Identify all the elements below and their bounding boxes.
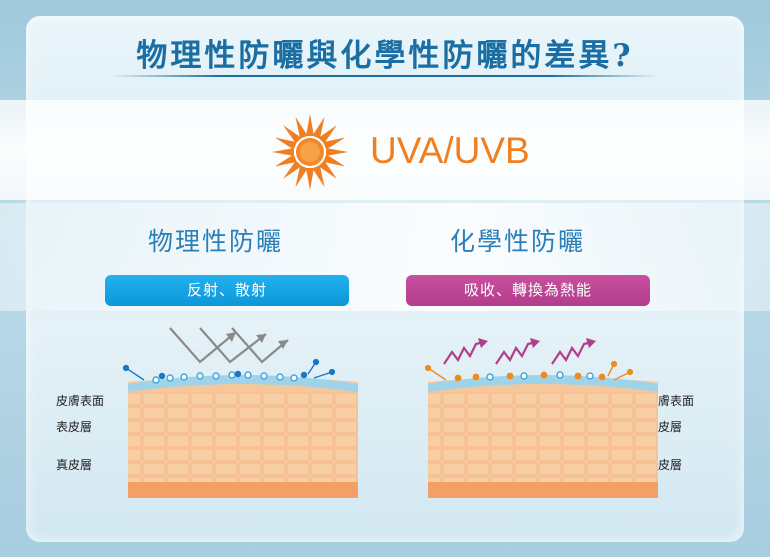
label-skin-surface-right: 皮膚表面 xyxy=(646,394,695,408)
particle-icon xyxy=(152,371,298,384)
sun-ray xyxy=(312,165,325,188)
epidermis-cells xyxy=(128,392,358,432)
page-title: 物理性防曬與化學性防曬的差異? xyxy=(136,38,634,74)
sun-ray xyxy=(312,116,325,139)
physical-title: 物理性防曬 xyxy=(148,227,284,256)
particle-dark xyxy=(158,370,308,380)
physical-tag: 反射、散射 xyxy=(105,275,349,306)
sun-ray xyxy=(272,148,294,156)
chemical-skin-diagram xyxy=(424,338,658,498)
sun-ray xyxy=(295,116,308,139)
sun-icon xyxy=(272,114,348,190)
sun-ray xyxy=(306,114,314,136)
particle-icon xyxy=(486,371,594,381)
sun-ray xyxy=(318,125,337,144)
chemical-title: 化學性防曬 xyxy=(450,227,586,256)
label-epidermis-left: 表皮層 xyxy=(56,420,93,434)
label-skin-surface-left: 皮膚表面 xyxy=(56,394,105,408)
sun-ray xyxy=(283,160,302,179)
sun-ray xyxy=(295,165,308,188)
dermis-layer xyxy=(428,482,658,498)
sun-ray xyxy=(323,154,346,167)
absorb-arrow-icon xyxy=(443,340,593,365)
sun-ray xyxy=(306,168,314,190)
epidermis-cells-lower xyxy=(128,432,358,487)
sun-ray xyxy=(318,160,337,179)
chemical-tag: 吸收、轉換為熱能 xyxy=(406,275,650,306)
sun-ray xyxy=(283,125,302,144)
label-dermis-left: 真皮層 xyxy=(56,458,93,472)
sun-ray xyxy=(323,137,346,150)
physical-skin-diagram xyxy=(122,327,358,498)
filter-molecule-icon xyxy=(122,358,336,381)
sun-ray xyxy=(326,148,348,156)
reflect-arrow-icon xyxy=(169,327,289,364)
epidermis-cells-lower xyxy=(428,432,658,487)
dermis-layer xyxy=(128,482,358,498)
sun-ray xyxy=(274,154,297,167)
uv-label: UVA/UVB xyxy=(370,130,530,171)
sun-ray xyxy=(274,137,297,150)
epidermis-cells xyxy=(428,392,658,432)
title-underline xyxy=(110,75,660,77)
filter-molecule-icon xyxy=(454,371,606,382)
sun-band xyxy=(0,100,770,200)
